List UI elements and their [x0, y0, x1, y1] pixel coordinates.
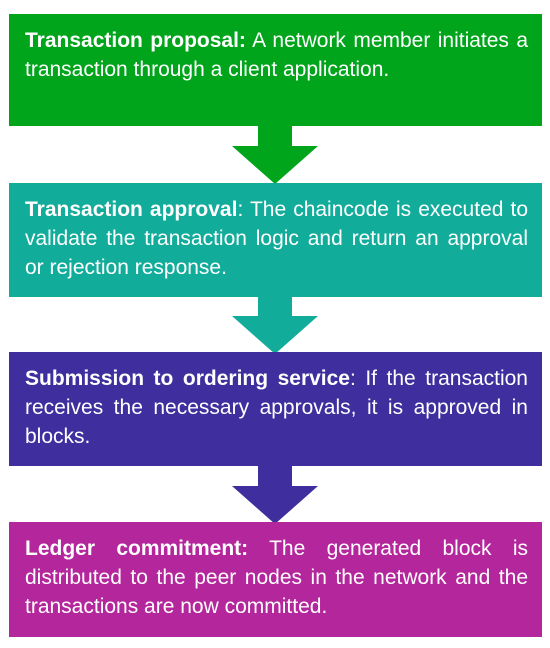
step-description: A network member initiates a transaction…	[25, 29, 529, 81]
arrow-shape	[232, 294, 318, 354]
arrow-shape	[232, 124, 318, 184]
step-description: : If the transaction receives the necess…	[25, 367, 528, 448]
down-arrow-icon	[232, 464, 318, 524]
step-ledger-commitment: Ledger commitment: The generated block i…	[9, 522, 542, 637]
step-title: Transaction proposal:	[25, 29, 246, 52]
step-title: Transaction approval	[25, 198, 238, 221]
step-title: Submission to ordering service	[25, 367, 350, 390]
step-submission-to-ordering-service: Submission to ordering service: If the t…	[9, 352, 542, 466]
down-arrow-icon	[232, 124, 318, 184]
down-arrow-icon	[232, 294, 318, 354]
step-description: : The chaincode is executed to validate …	[25, 198, 528, 279]
step-transaction-approval: Transaction approval: The chaincode is e…	[9, 183, 542, 297]
step-transaction-proposal: Transaction proposal: A network member i…	[9, 14, 542, 126]
step-description: The generated block is distributed to th…	[25, 537, 528, 618]
step-title: Ledger commitment:	[25, 537, 249, 560]
arrow-shape	[232, 464, 318, 524]
